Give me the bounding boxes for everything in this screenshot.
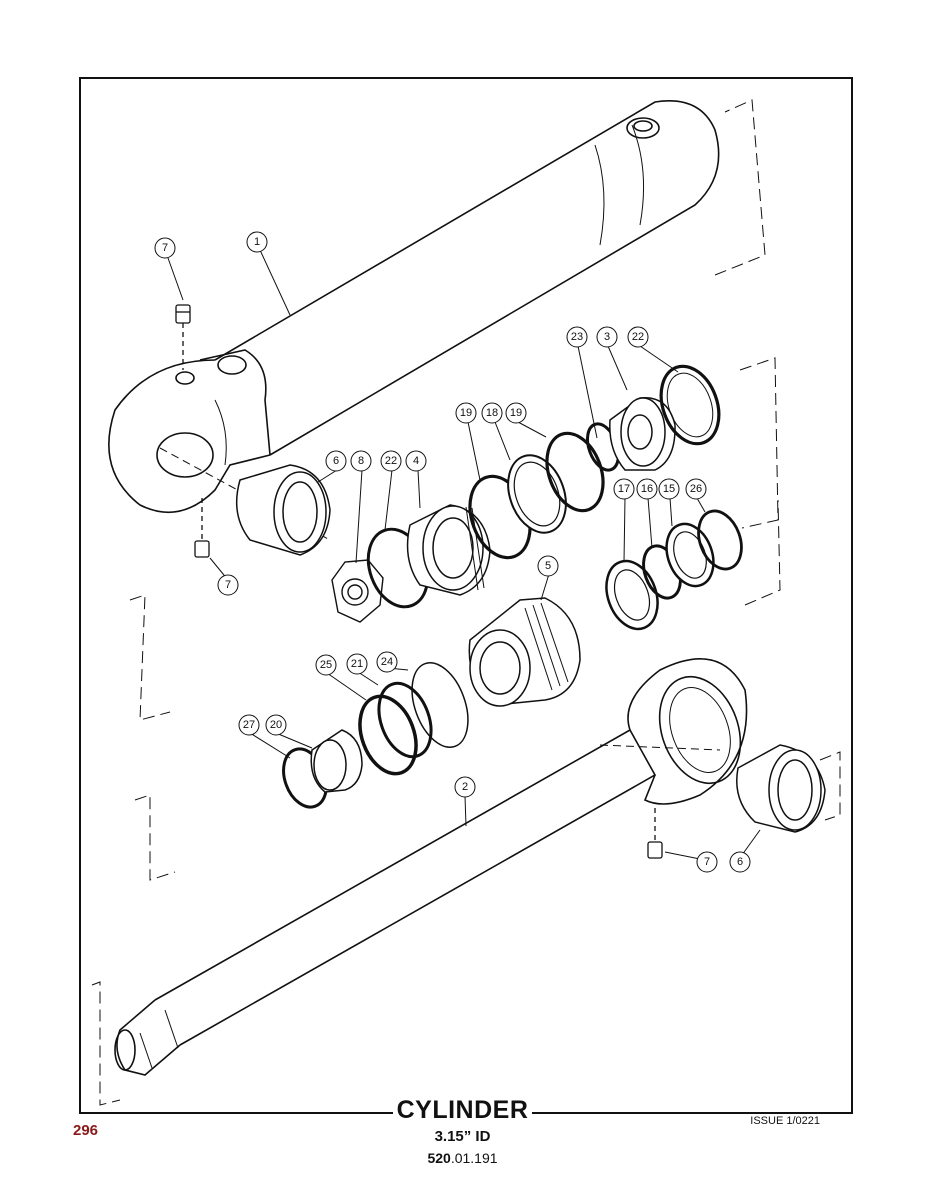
issue-label: ISSUE 1/0221 <box>750 1115 820 1127</box>
cylinder-size: 3.15” ID <box>434 1128 491 1145</box>
svg-text:1: 1 <box>254 236 260 248</box>
svg-text:4: 4 <box>413 455 419 467</box>
seal-ring-15-inner <box>673 531 707 579</box>
svg-text:21: 21 <box>351 658 363 670</box>
callout-27: 27 <box>238 714 260 736</box>
gland-housing-3 <box>609 397 676 471</box>
callout-22-upper: 22 <box>627 326 649 348</box>
grease-fitting-top <box>175 304 191 370</box>
svg-text:15: 15 <box>663 483 675 495</box>
callout-6-lower: 6 <box>729 851 751 873</box>
callout-22-lower: 22 <box>380 450 402 472</box>
callout-16: 16 <box>636 478 658 500</box>
callout-19-b: 19 <box>505 402 527 424</box>
callout-4: 4 <box>405 450 427 472</box>
svg-text:7: 7 <box>225 579 231 591</box>
svg-text:5: 5 <box>545 560 551 572</box>
grease-fitting-bottom-right <box>647 808 663 859</box>
seal-ring-25 <box>358 694 418 776</box>
svg-text:17: 17 <box>618 483 630 495</box>
callout-19-a: 19 <box>455 402 477 424</box>
svg-text:20: 20 <box>270 719 282 731</box>
svg-text:6: 6 <box>737 856 743 868</box>
callout-1: 1 <box>246 231 268 253</box>
cylinder-barrel <box>108 100 720 541</box>
callout-21: 21 <box>346 653 368 675</box>
phantom-guide-lines <box>91 99 841 1106</box>
svg-text:27: 27 <box>243 719 255 731</box>
svg-text:24: 24 <box>381 656 393 668</box>
callout-20: 20 <box>265 714 287 736</box>
callout-24: 24 <box>376 651 398 673</box>
svg-text:23: 23 <box>571 331 583 343</box>
seal-ring-26 <box>697 509 743 571</box>
callout-25: 25 <box>315 654 337 676</box>
diagram-frame <box>79 77 853 1114</box>
wear-ring-18 <box>507 454 567 534</box>
svg-text:16: 16 <box>641 483 653 495</box>
callout-18: 18 <box>481 402 503 424</box>
callout-23: 23 <box>566 326 588 348</box>
wear-ring-18-inner <box>513 461 561 527</box>
seal-ring-22-upper-inner <box>666 372 714 438</box>
piston-nut <box>331 559 384 623</box>
callout-15: 15 <box>658 478 680 500</box>
callout-8: 8 <box>350 450 372 472</box>
svg-text:8: 8 <box>358 455 364 467</box>
callout-7-left: 7 <box>217 574 239 596</box>
gland-head-5 <box>468 597 581 707</box>
page-number: 296 <box>73 1122 99 1139</box>
seal-ring-19-b <box>545 431 605 513</box>
callout-3: 3 <box>596 326 618 348</box>
part-number: 520.01.191 <box>427 1150 498 1166</box>
page-title: CYLINDER <box>0 1096 925 1125</box>
seal-ring-17-inner <box>613 569 651 621</box>
seal-ring-21 <box>377 681 433 759</box>
callout-7-top: 7 <box>154 237 176 259</box>
callout-7-right: 7 <box>696 851 718 873</box>
svg-text:7: 7 <box>704 856 710 868</box>
svg-text:7: 7 <box>162 242 168 254</box>
callout-26: 26 <box>685 478 707 500</box>
wiper-20 <box>310 729 363 793</box>
bushing-lower <box>736 744 826 833</box>
svg-text:6: 6 <box>333 455 339 467</box>
piston <box>406 504 491 596</box>
svg-text:26: 26 <box>690 483 702 495</box>
callouts: 7 1 23 3 22 19 18 19 6 8 22 4 17 16 15 2… <box>154 231 751 873</box>
title-rule-right <box>530 1112 550 1114</box>
svg-text:3: 3 <box>604 331 610 343</box>
svg-text:19: 19 <box>460 407 472 419</box>
svg-text:25: 25 <box>320 659 332 671</box>
piston-rod <box>114 657 748 1076</box>
seal-ring-15 <box>665 522 715 588</box>
svg-text:18: 18 <box>486 407 498 419</box>
svg-text:19: 19 <box>510 407 522 419</box>
grease-fitting-bottom-left <box>194 498 210 558</box>
callout-5: 5 <box>537 555 559 577</box>
seal-ring-22-upper <box>659 364 721 446</box>
callout-6-upper: 6 <box>325 450 347 472</box>
bushing-upper <box>235 464 331 556</box>
svg-text:22: 22 <box>632 331 644 343</box>
callout-2: 2 <box>454 776 476 798</box>
callout-17: 17 <box>613 478 635 500</box>
seal-ring-24 <box>411 662 469 748</box>
svg-text:2: 2 <box>462 781 468 793</box>
svg-text:22: 22 <box>385 455 397 467</box>
